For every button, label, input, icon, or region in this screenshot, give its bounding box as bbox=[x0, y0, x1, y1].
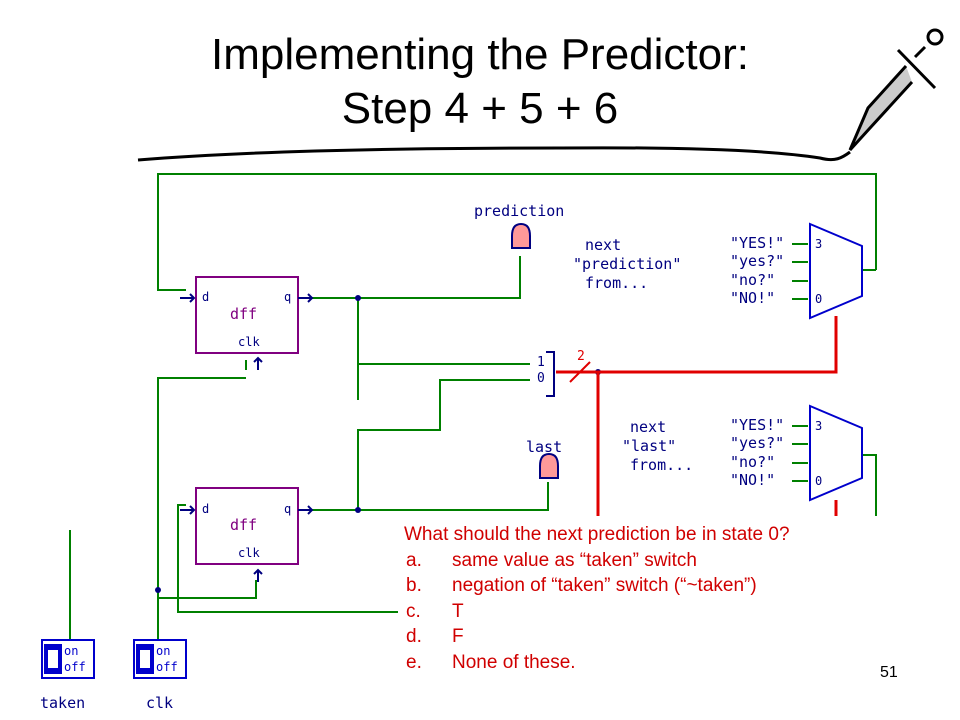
option-d-letter: d. bbox=[406, 626, 422, 647]
red-bus bbox=[556, 316, 838, 520]
dff-top-clk: clk bbox=[238, 335, 260, 349]
switch-clk-label: clk bbox=[146, 694, 173, 712]
switch-taken-off: off bbox=[64, 660, 86, 674]
mux-top-note: next "prediction" from... bbox=[573, 236, 681, 292]
green-wires bbox=[69, 173, 877, 640]
mux-bottom-note: next "last" from... bbox=[622, 418, 693, 474]
wire-top-feedback bbox=[157, 173, 877, 291]
mux-bottom-input-2: "yes?" bbox=[730, 434, 784, 452]
mux-top-sel-0: 0 bbox=[815, 292, 822, 306]
option-a-letter: a. bbox=[406, 549, 422, 571]
mux-top-input-3: "YES!" bbox=[730, 234, 784, 252]
mux-bottom-sel-3: 3 bbox=[815, 419, 822, 433]
wire-top-q bbox=[308, 256, 521, 299]
question-text: What should the next prediction be in st… bbox=[404, 524, 790, 545]
mux-bottom-sel-0: 0 bbox=[815, 474, 822, 488]
bus-bit-1: 1 bbox=[537, 355, 545, 370]
option-e[interactable]: e. None of these. bbox=[404, 650, 956, 676]
option-b[interactable]: b. negation of “taken” switch (“~taken”) bbox=[404, 573, 956, 599]
mux-bottom-note-3: from... bbox=[630, 456, 693, 474]
dff-bottom-name: dff bbox=[230, 516, 257, 534]
wire-last bbox=[358, 482, 549, 511]
dff-top-name: dff bbox=[230, 305, 257, 323]
switch-taken[interactable]: on off taken bbox=[40, 639, 95, 712]
last-probe: last bbox=[526, 438, 562, 479]
bus-width-label: 2 bbox=[577, 349, 585, 364]
wire-bottom-d bbox=[177, 504, 400, 613]
switch-clk-on: on bbox=[156, 644, 170, 658]
dff-top: d q dff clk bbox=[180, 276, 314, 370]
mux-top: 3 0 bbox=[809, 222, 863, 320]
mux-top-input-0: "NO!" bbox=[730, 289, 775, 307]
wire-bottom-clk bbox=[158, 580, 257, 599]
mux-top-note-2: "prediction" bbox=[573, 255, 681, 273]
option-a-text: same value as “taken” switch bbox=[452, 549, 697, 571]
mux-bottom-note-1: next bbox=[630, 418, 666, 436]
option-b-text: negation of “taken” switch (“~taken”) bbox=[452, 575, 757, 596]
mux-top-note-3: from... bbox=[585, 274, 648, 292]
dff-top-d: d bbox=[202, 290, 209, 304]
switch-clk[interactable]: on off clk bbox=[133, 639, 187, 712]
prediction-label: prediction bbox=[474, 202, 564, 220]
wire-q-to-bus0 bbox=[357, 379, 530, 510]
wire-clk-bus bbox=[157, 377, 246, 590]
switch-clk-off: off bbox=[156, 660, 178, 674]
mux-bottom: 3 0 bbox=[809, 404, 863, 502]
mux-top-note-1: next bbox=[585, 236, 621, 254]
mux-bottom-inputs: "YES!" "yes?" "no?" "NO!" bbox=[730, 416, 784, 489]
dff-bottom: d q dff clk bbox=[180, 487, 314, 582]
dff-bottom-clk: clk bbox=[238, 546, 260, 560]
dff-bottom-q: q bbox=[284, 502, 291, 516]
option-d-text: F bbox=[452, 626, 464, 647]
question-box: What should the next prediction be in st… bbox=[404, 522, 956, 675]
mux-top-sel-3: 3 bbox=[815, 237, 822, 251]
answer-options: a. same value as “taken” switch b. negatio… bbox=[404, 548, 956, 676]
slide-title: Implementing the Predictor: Step 4 + 5 +… bbox=[90, 28, 870, 136]
option-e-text: None of these. bbox=[452, 651, 576, 673]
slide-title-line-2: Step 4 + 5 + 6 bbox=[341, 84, 619, 133]
option-c-text: T bbox=[452, 600, 464, 622]
option-c-letter: c. bbox=[406, 600, 421, 622]
mux-bottom-input-1: "no?" bbox=[730, 453, 775, 471]
last-label: last bbox=[526, 438, 562, 456]
prediction-probe: prediction bbox=[474, 202, 564, 249]
sword-icon bbox=[848, 28, 944, 152]
bus-to-top-mux bbox=[556, 316, 838, 374]
switch-taken-on: on bbox=[64, 644, 78, 658]
option-b-letter: b. bbox=[406, 575, 422, 596]
title-underline bbox=[137, 146, 851, 162]
option-a[interactable]: a. same value as “taken” switch bbox=[404, 548, 956, 574]
dff-bottom-d: d bbox=[202, 502, 209, 516]
option-c[interactable]: c. T bbox=[404, 599, 956, 625]
bus-bit-0: 0 bbox=[537, 371, 545, 386]
page-number: 51 bbox=[880, 664, 898, 681]
mux-bottom-note-2: "last" bbox=[622, 437, 676, 455]
bus-merger: 1 0 bbox=[537, 351, 555, 397]
dff-top-q: q bbox=[284, 290, 291, 304]
mux-top-input-2: "yes?" bbox=[730, 252, 784, 270]
mux-top-input-1: "no?" bbox=[730, 271, 775, 289]
question-backdrop bbox=[398, 516, 958, 706]
mux-bottom-input-3: "YES!" bbox=[730, 416, 784, 434]
slide-title-line-1: Implementing the Predictor: bbox=[210, 30, 750, 79]
mux-top-inputs: "YES!" "yes?" "no?" "NO!" bbox=[730, 234, 784, 307]
mux-bottom-input-0: "NO!" bbox=[730, 471, 775, 489]
bus-width-slash bbox=[569, 361, 591, 383]
option-d[interactable]: d. F bbox=[404, 624, 956, 650]
wire-q-to-bus1 bbox=[357, 298, 530, 365]
option-e-letter: e. bbox=[406, 651, 422, 673]
switch-taken-label: taken bbox=[40, 694, 85, 712]
